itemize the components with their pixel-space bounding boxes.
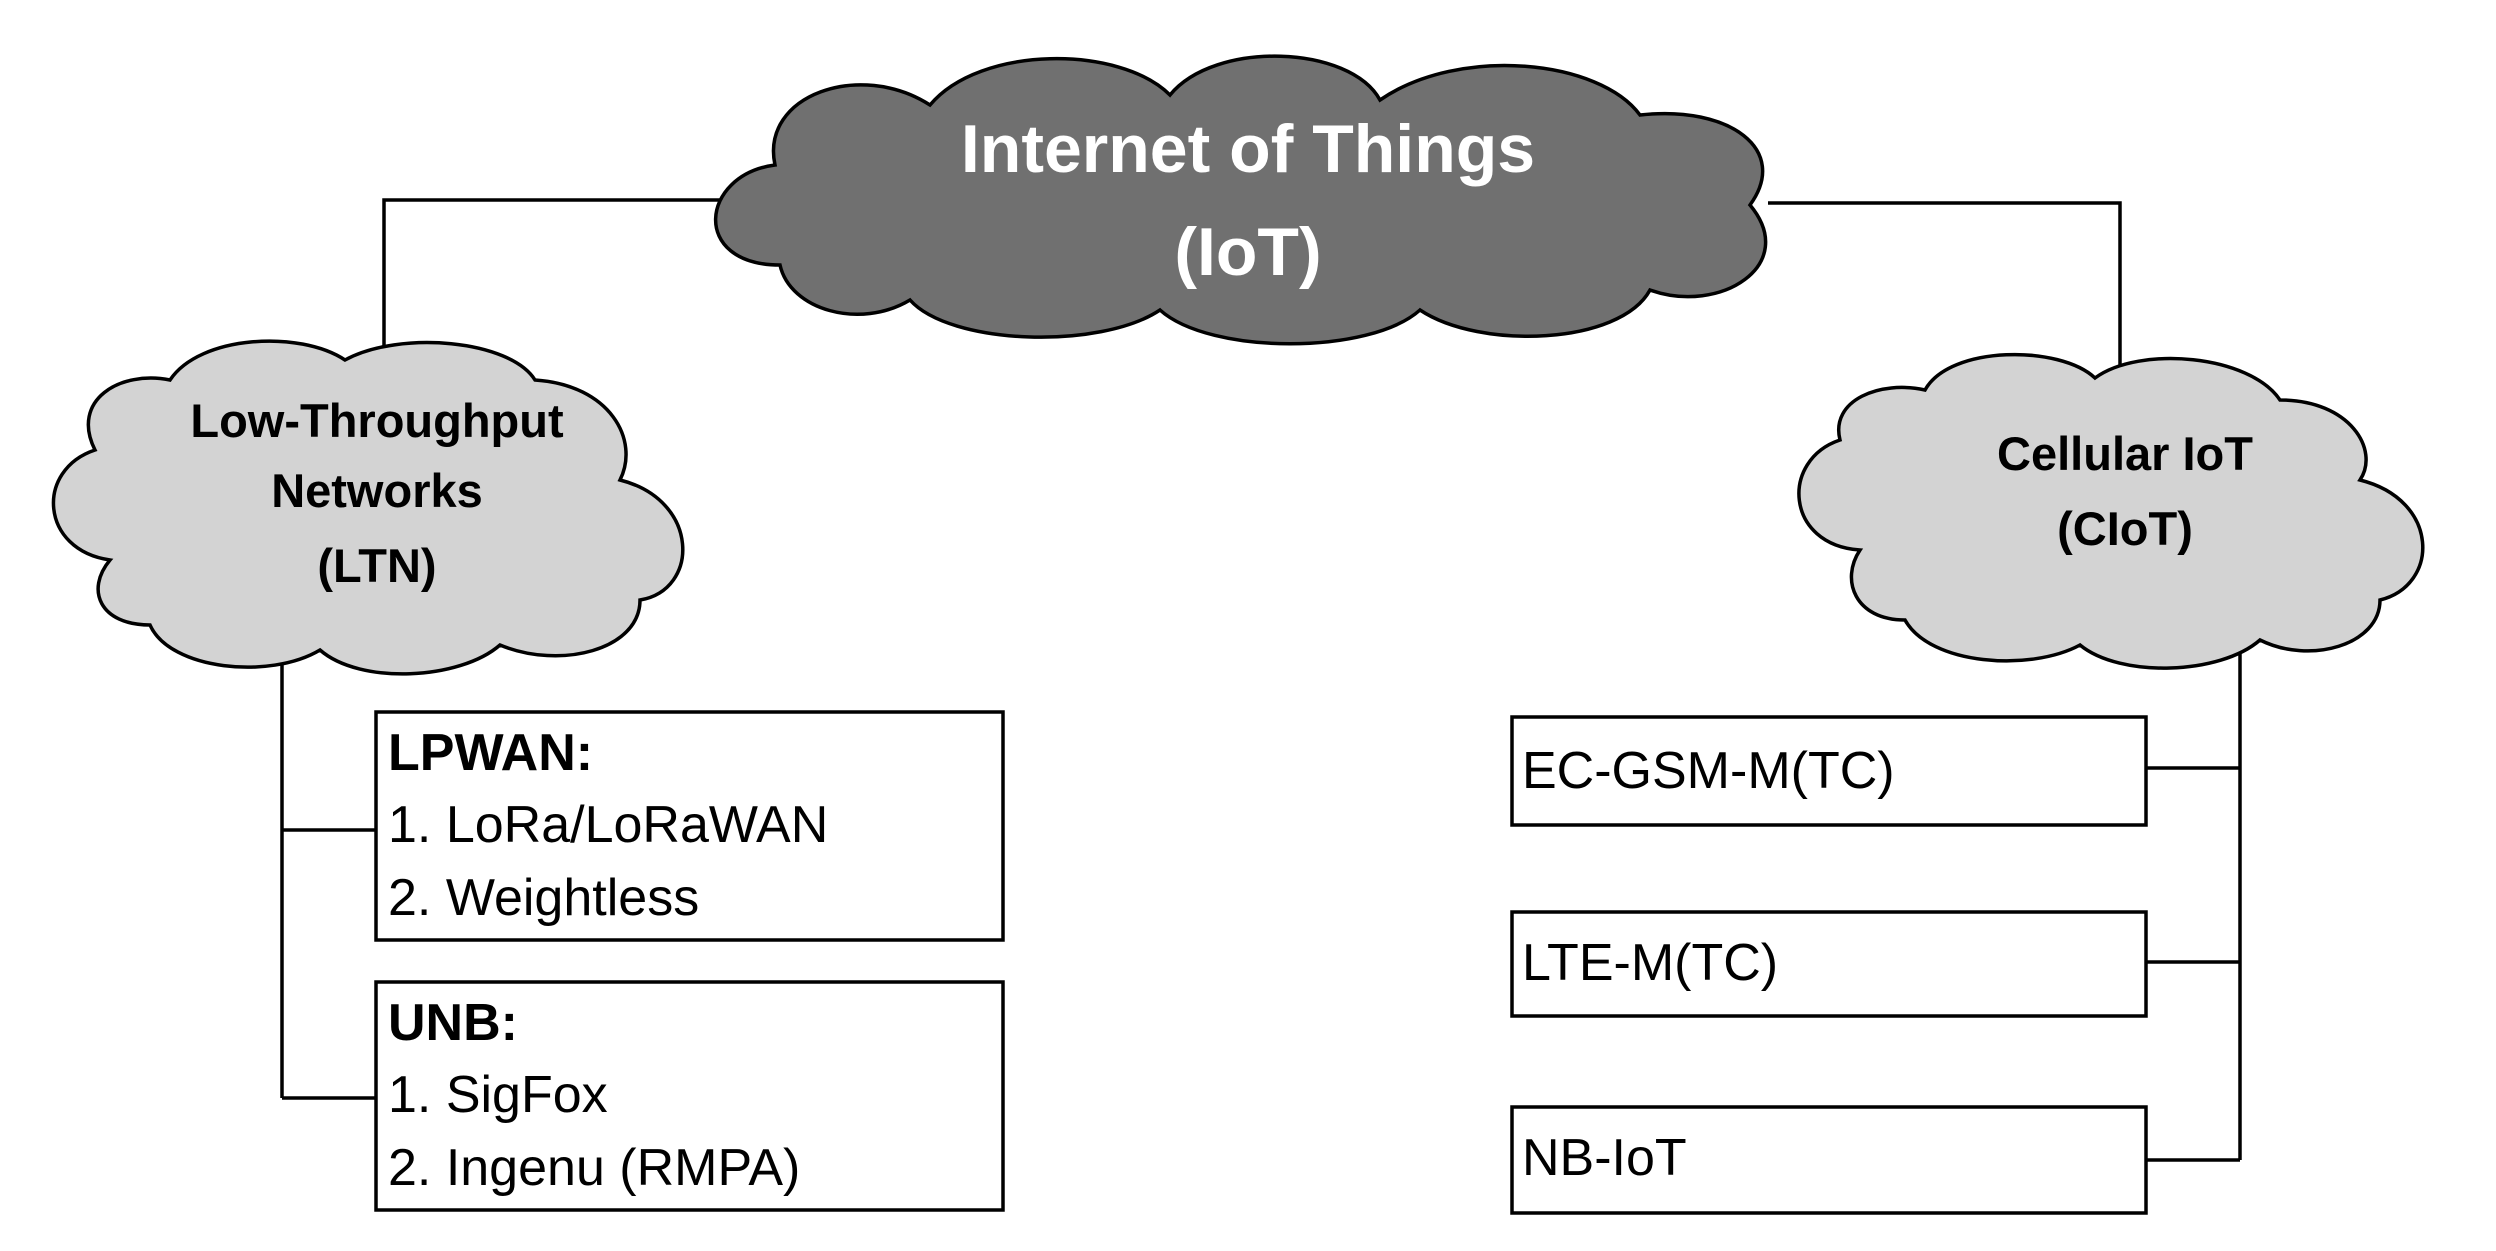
ltn-box-unb: UNB: 1. SigFox 2. Ingenu (RMPA): [374, 980, 1005, 1212]
ltn-title-line1: Low-Throughput: [190, 394, 564, 447]
ciot-title-line2: (CIoT): [2057, 502, 2193, 555]
ltem-box-frame: [1510, 910, 2148, 1018]
ciot-cloud: Cellular IoT (CIoT): [1797, 352, 2425, 670]
root-title-line2: (IoT): [1174, 214, 1321, 290]
lpwan-box-frame: [374, 710, 1005, 942]
unb-item-2: 2. Ingenu (RMPA): [388, 1139, 800, 1197]
ltn-cloud-shape: [51, 339, 685, 676]
ltn-box-lpwan: LPWAN: 1. LoRa/LoRaWAN 2. Weightless: [374, 710, 1005, 942]
unb-item-1: 1. SigFox: [388, 1066, 608, 1124]
ciot-box-ecgsm: EC-GSM-M(TC): [1510, 715, 2148, 827]
ciot-box-nbiot: NB-IoT: [1510, 1105, 2148, 1215]
connector-root-to-ltn: [382, 198, 730, 370]
root-cloud-shape: [713, 54, 1768, 346]
ciot-box-ltem: LTE-M(TC): [1510, 910, 2148, 1018]
ecgsm-box-frame: [1510, 715, 2148, 827]
lpwan-item-1: 1. LoRa/LoRaWAN: [388, 796, 828, 854]
connector-root-to-ciot: [1768, 201, 2122, 378]
ltn-title-line3: (LTN): [317, 539, 436, 592]
nbiot-box-frame: [1510, 1105, 2148, 1215]
connectors: [280, 198, 2242, 1162]
root-title-line1: Internet of Things: [961, 111, 1535, 187]
ltn-cloud: Low-Throughput Networks (LTN): [51, 339, 685, 676]
lpwan-heading: LPWAN:: [388, 724, 593, 782]
ciot-cloud-shape: [1797, 352, 2425, 670]
nbiot-label: NB-IoT: [1522, 1129, 1687, 1187]
lpwan-item-2: 2. Weightless: [388, 869, 699, 927]
ecgsm-label: EC-GSM-M(TC): [1522, 742, 1895, 800]
ltn-title-line2: Networks: [271, 464, 483, 517]
unb-heading: UNB:: [388, 994, 518, 1052]
unb-box-frame: [374, 980, 1005, 1212]
root-cloud: Internet of Things (IoT): [713, 54, 1768, 346]
ltem-label: LTE-M(TC): [1522, 934, 1778, 992]
ciot-title-line1: Cellular IoT: [1997, 427, 2253, 480]
